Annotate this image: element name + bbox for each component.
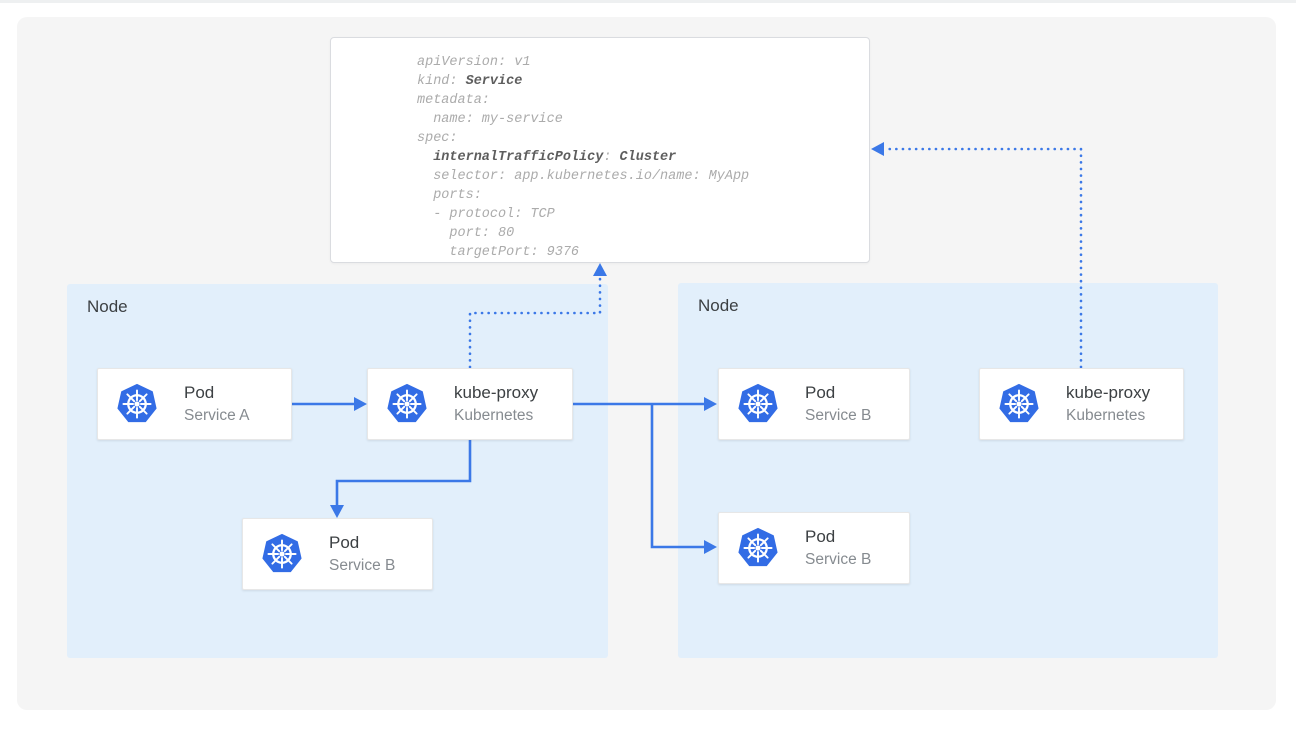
card-title: kube-proxy [454, 383, 539, 402]
card-title: kube-proxy [1066, 383, 1151, 402]
card-kube-proxy-right: kube-proxy Kubernetes [979, 368, 1184, 440]
card-title: Pod [184, 383, 215, 402]
kubernetes-icon [116, 383, 158, 425]
card-pod-service-b-right-top: Pod Service B [718, 368, 910, 440]
card-title: Pod [805, 383, 836, 402]
card-kube-proxy-left: kube-proxy Kubernetes [367, 368, 573, 440]
node-box-right: Node [678, 283, 1218, 658]
card-subtitle: Service B [805, 407, 872, 424]
kubernetes-icon [261, 533, 303, 575]
kubernetes-icon [737, 527, 779, 569]
card-pod-service-b-right-bottom: Pod Service B [718, 512, 910, 584]
card-title: Pod [329, 533, 360, 552]
node-label-left: Node [87, 297, 128, 316]
card-subtitle: Service B [329, 557, 396, 574]
card-subtitle: Kubernetes [454, 407, 534, 424]
node-box-left: Node [67, 284, 608, 658]
kubernetes-icon [386, 383, 428, 425]
card-pod-service-b-left: Pod Service B [242, 518, 433, 590]
top-divider [0, 0, 1296, 3]
card-subtitle: Service A [184, 407, 250, 424]
card-title: Pod [805, 527, 836, 546]
card-subtitle: Service B [805, 551, 872, 568]
kubernetes-icon [998, 383, 1040, 425]
kubernetes-icon [737, 383, 779, 425]
card-subtitle: Kubernetes [1066, 407, 1146, 424]
card-pod-service-a: Pod Service A [97, 368, 292, 440]
node-label-right: Node [698, 296, 739, 315]
